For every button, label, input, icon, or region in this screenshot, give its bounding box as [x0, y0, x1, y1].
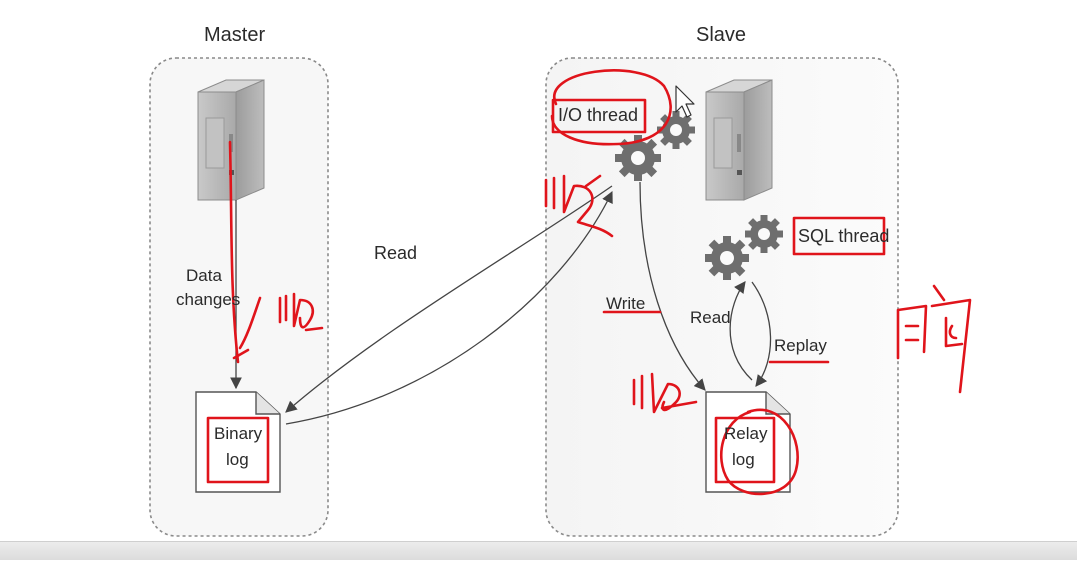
arrow-read-relay: [729, 281, 753, 381]
handwriting-scribble: [278, 292, 324, 332]
arrow-replay: [751, 281, 772, 387]
read-link-label: Read: [374, 243, 418, 263]
master-container: [149, 57, 329, 537]
relay-log-highlight: [714, 416, 776, 484]
red-line-master: [228, 140, 240, 364]
gear-icon: [705, 236, 749, 280]
server-icon: [705, 79, 773, 201]
read-relay-label: Read: [690, 308, 731, 327]
arrow-write: [639, 181, 706, 391]
relay-log-label-line2: log: [732, 450, 755, 469]
handwriting-scribble: [896, 284, 972, 394]
binary-log-highlight: [206, 416, 270, 484]
io-thread-label: I/O thread: [558, 105, 639, 125]
sql-thread-highlight: [792, 216, 886, 256]
arrow-read-binlog: [285, 185, 613, 413]
cursor-icon: [675, 85, 695, 118]
binary-log-label-line1: Binary: [214, 424, 263, 443]
write-label: Write: [606, 294, 646, 313]
window-bottom-bar: [0, 541, 1077, 560]
flow-arrows: [230, 181, 772, 425]
master-title: Master: [204, 24, 266, 46]
data-changes-label-line1: Data: [186, 266, 222, 285]
red-tick: [232, 348, 250, 360]
arrow-read-request: [285, 190, 613, 425]
replay-label: Replay: [774, 336, 827, 355]
slave-title: Slave: [696, 24, 747, 46]
gear-icon: [745, 215, 783, 253]
red-annotations: [206, 69, 972, 496]
data-changes-label-line2: changes: [176, 290, 241, 309]
handwriting-scribble: [544, 174, 614, 238]
gear-icon: [657, 111, 695, 149]
handwriting-scribble: [632, 372, 698, 414]
io-thread-circle: [550, 69, 672, 146]
sql-thread-label: SQL thread: [798, 226, 890, 246]
relay-log-circle: [719, 408, 799, 496]
relay-log-label-line1: Relay: [724, 424, 768, 443]
binary-log-label-line2: log: [226, 450, 249, 469]
red-check: [238, 296, 262, 350]
